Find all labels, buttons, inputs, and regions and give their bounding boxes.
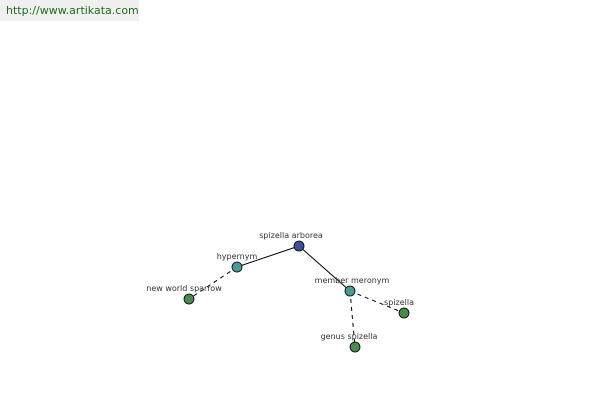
node-new-world-sparrow[interactable] xyxy=(183,293,195,305)
node-label-spizella: spizella xyxy=(384,298,414,307)
nodes-layer xyxy=(183,240,410,353)
node-label-genus-spizella: genus spizella xyxy=(321,332,378,341)
edge-member-meronym-to-genus-spizella xyxy=(349,290,356,348)
edge-hypernym-to-new-world-sparrow xyxy=(188,266,238,300)
node-label-member-meronym: member meronym xyxy=(315,276,390,285)
node-label-spizella-arborea: spizella arborea xyxy=(259,231,323,240)
edge-spizella-arborea-to-hypernym xyxy=(236,245,300,268)
labels-layer: spizella arborea hypernym member meronym ne… xyxy=(146,231,414,341)
node-hypernym[interactable] xyxy=(231,261,243,273)
watermark-url[interactable]: http://www.artikata.com xyxy=(0,0,139,21)
edge-member-meronym-to-spizella xyxy=(349,290,405,314)
node-spizella[interactable] xyxy=(398,307,410,319)
node-label-hypernym: hypernym xyxy=(217,252,258,261)
node-spizella-arborea[interactable] xyxy=(293,240,305,252)
node-member-meronym[interactable] xyxy=(344,285,356,297)
edge-spizella-arborea-to-member-meronym xyxy=(298,245,351,292)
node-label-new-world-sparrow: new world sparrow xyxy=(146,284,222,293)
node-genus-spizella[interactable] xyxy=(349,341,361,353)
edges-layer xyxy=(188,245,405,348)
